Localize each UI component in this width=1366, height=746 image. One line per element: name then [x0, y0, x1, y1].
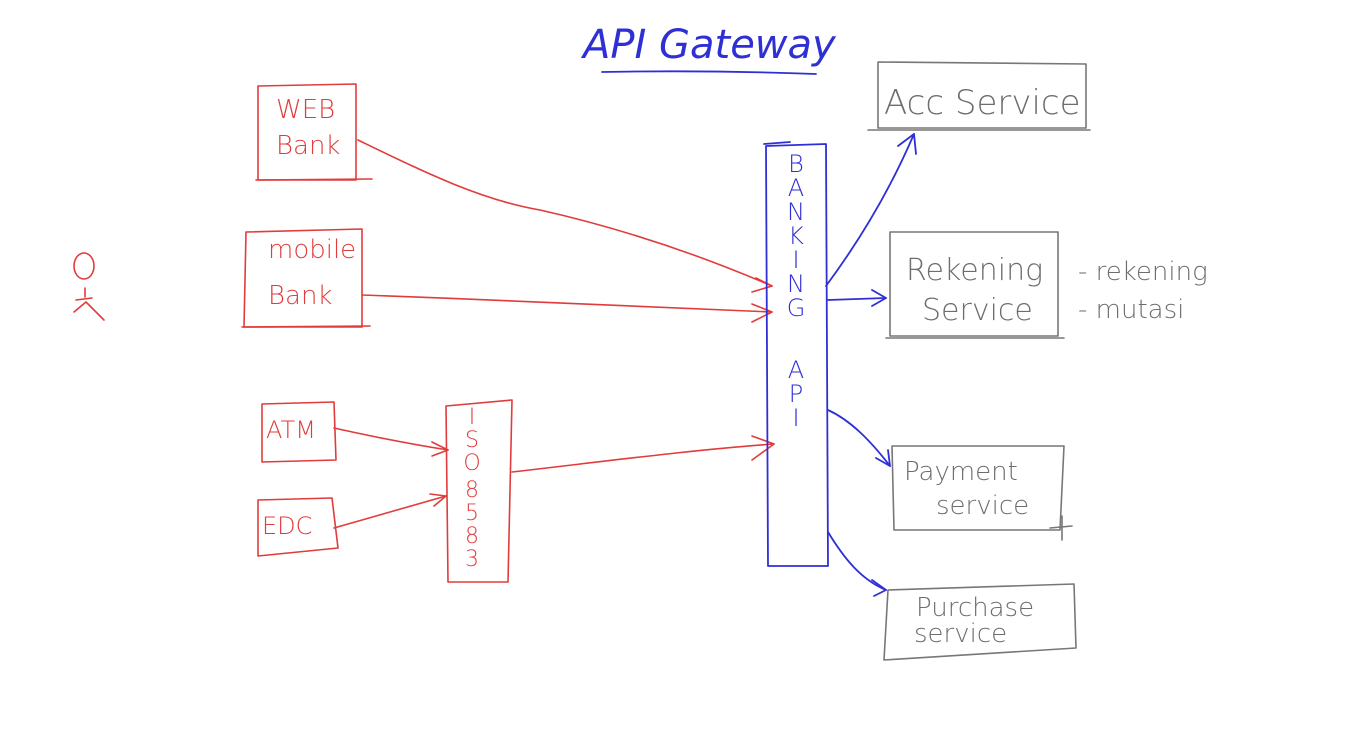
acc-service-label: Acc Service	[884, 83, 1081, 123]
banking-api-char: N	[787, 270, 805, 298]
banking-api-char: G	[787, 294, 806, 322]
service-connections	[825, 133, 917, 597]
mobile-bank-box: mobile Bank	[241, 228, 371, 328]
rekening-note-2: - mutasi	[1078, 295, 1184, 325]
arrow-iso-to-api	[511, 443, 775, 473]
rekening-service-label-1: Rekening	[906, 253, 1043, 288]
iso-char: 8	[465, 524, 479, 549]
banking-api-char: P	[789, 380, 803, 408]
atm-label: ATM	[266, 416, 316, 444]
web-bank-box: WEB Bank	[255, 83, 373, 181]
banking-api-char: K	[788, 222, 804, 250]
arrow-atm-to-iso	[333, 427, 449, 451]
rekening-note-1: - rekening	[1078, 257, 1208, 287]
iso-char: 3	[465, 547, 479, 572]
payment-service-box: Payment service	[891, 445, 1073, 541]
banking-api-char: I	[792, 404, 799, 432]
title-underline	[601, 70, 817, 75]
banking-api-char: A	[788, 356, 804, 384]
arrow-api-to-rekening	[827, 297, 887, 301]
atm-box: ATM	[261, 401, 337, 463]
banking-api-char: A	[788, 174, 804, 202]
web-bank-label-2: Bank	[276, 131, 341, 161]
arrow-mobile-to-api	[361, 294, 773, 313]
rekening-service-label-2: Service	[922, 293, 1033, 328]
rekening-service-box: Rekening Service	[885, 231, 1065, 339]
person-icon	[73, 252, 105, 321]
client-connections	[333, 139, 775, 529]
diagram-title: API Gateway	[580, 22, 837, 68]
mobile-bank-label-1: mobile	[268, 235, 356, 265]
purchase-service-label-2: service	[914, 619, 1007, 649]
edc-label: EDC	[262, 512, 312, 540]
arrow-api-to-purchase	[827, 531, 887, 591]
iso-char: 5	[465, 501, 479, 526]
banking-api-char: B	[788, 150, 804, 178]
iso-char: O	[463, 451, 480, 476]
payment-service-label-2: service	[936, 491, 1029, 521]
payment-service-label-1: Payment	[904, 457, 1018, 487]
purchase-service-box: Purchase service	[883, 583, 1077, 661]
purchase-service-label-1: Purchase	[916, 593, 1034, 623]
arrow-api-to-payment	[827, 409, 891, 467]
mobile-bank-label-2: Bank	[268, 281, 333, 311]
iso-char: I	[469, 405, 476, 430]
banking-api-char: N	[787, 198, 805, 226]
iso-char: S	[465, 428, 479, 453]
banking-api-char: I	[792, 246, 799, 274]
arrow-api-to-acc	[825, 133, 915, 287]
web-bank-label-1: WEB	[276, 95, 335, 125]
edc-box: EDC	[257, 497, 339, 557]
acc-service-box: Acc Service	[867, 61, 1091, 131]
iso-char: 8	[465, 478, 479, 503]
arrow-edc-to-iso	[333, 495, 447, 529]
arrow-web-to-api	[357, 139, 773, 287]
